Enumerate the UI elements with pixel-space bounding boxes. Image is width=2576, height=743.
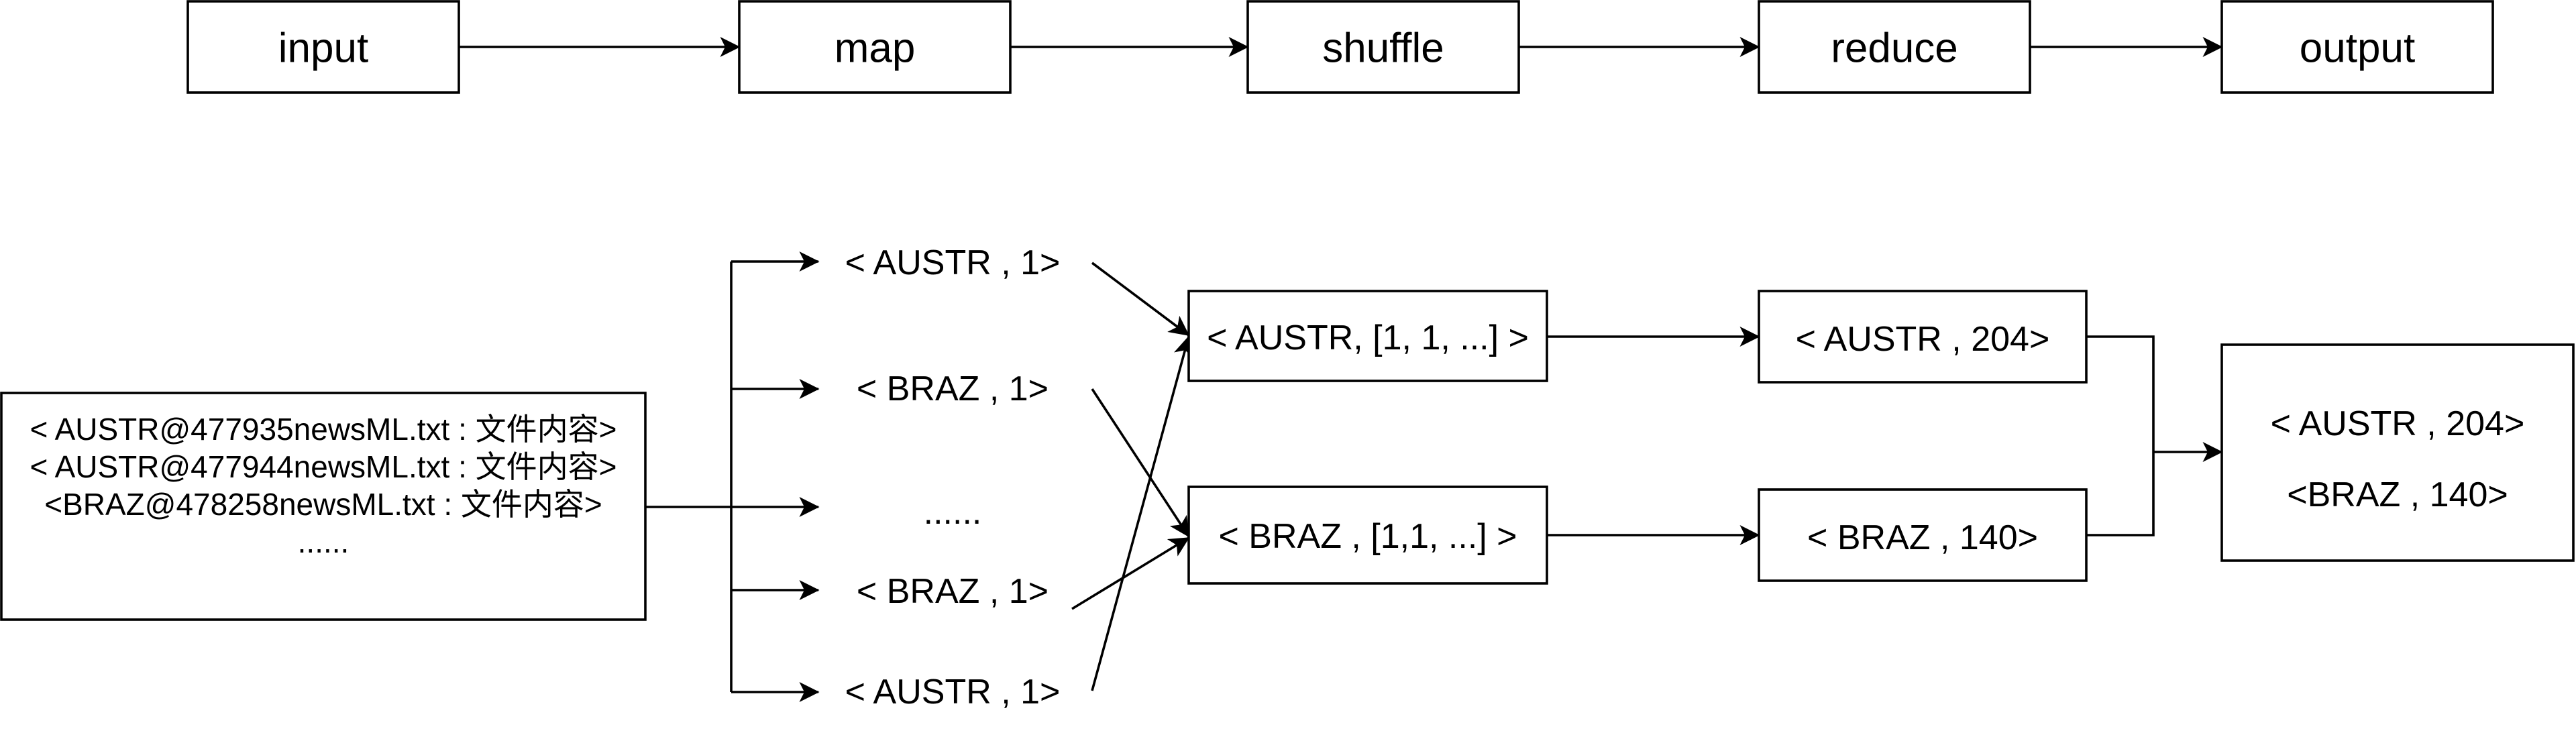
- stage-shuffle: shuffle: [1246, 0, 1520, 94]
- shuffle-group-austr-label: < AUSTR, [1, 1, ...] >: [1207, 319, 1529, 357]
- merge-connector: [2086, 335, 2223, 536]
- map-output-5: < AUSTR , 1>: [845, 673, 1061, 711]
- stage-output: output: [2220, 0, 2494, 94]
- map-output-ellipsis: ......: [924, 493, 982, 532]
- stage-reduce: reduce: [1758, 0, 2031, 94]
- stage-reduce-label: reduce: [1831, 25, 1958, 72]
- shuffle-arrows: [1071, 262, 1193, 691]
- stage-shuffle-label: shuffle: [1322, 25, 1444, 72]
- stage-map: map: [738, 0, 1012, 94]
- final-output-line-2: <BRAZ , 140>: [2287, 475, 2508, 514]
- stage-output-label: output: [2300, 25, 2415, 72]
- input-line-1: < AUSTR@477935newsML.txt : 文件内容>: [30, 412, 616, 447]
- split-connector: [645, 251, 820, 702]
- arrow-braz4-to-braz-group: [1071, 536, 1190, 610]
- reduce-result-braz-label: < BRAZ , 140>: [1807, 518, 2038, 557]
- shuffle-group-braz-label: < BRAZ , [1,1, ...] >: [1218, 517, 1517, 556]
- arrow-braz1-to-braz-group: [1091, 388, 1190, 538]
- stage-map-label: map: [835, 25, 916, 72]
- shuffle-group-braz: < BRAZ , [1,1, ...] >: [1187, 485, 1548, 585]
- stage-input-label: input: [278, 25, 368, 72]
- map-output-4: < BRAZ , 1>: [857, 572, 1049, 611]
- input-line-2: < AUSTR@477944newsML.txt : 文件内容>: [30, 449, 616, 484]
- merge-bottom: [2086, 452, 2155, 536]
- pipeline-row: input map shuffle reduce output: [186, 0, 2494, 94]
- reduce-result-austr-label: < AUSTR , 204>: [1796, 320, 2050, 359]
- input-line-3: <BRAZ@478258newsML.txt : 文件内容>: [44, 487, 602, 522]
- final-output-line-1: < AUSTR , 204>: [2271, 404, 2525, 443]
- map-output-1: < AUSTR , 1>: [845, 243, 1061, 282]
- merge-top: [2086, 335, 2155, 452]
- final-output-box: < AUSTR , 204> <BRAZ , 140>: [2220, 343, 2575, 562]
- input-line-4: ......: [298, 524, 350, 559]
- map-outputs: < AUSTR , 1> < BRAZ , 1> ...... < BRAZ ,…: [845, 243, 1061, 711]
- reduce-result-braz: < BRAZ , 140>: [1758, 488, 2088, 582]
- stage-input: input: [186, 0, 460, 94]
- map-output-2: < BRAZ , 1>: [857, 369, 1049, 408]
- input-files-box: < AUSTR@477935newsML.txt : 文件内容> < AUSTR…: [0, 392, 647, 621]
- shuffle-group-austr: < AUSTR, [1, 1, ...] >: [1187, 290, 1548, 382]
- reduce-result-austr: < AUSTR , 204>: [1758, 290, 2088, 384]
- arrow-austr5-to-austr-group: [1091, 335, 1193, 691]
- arrow-austr1-to-austr-group: [1091, 262, 1190, 337]
